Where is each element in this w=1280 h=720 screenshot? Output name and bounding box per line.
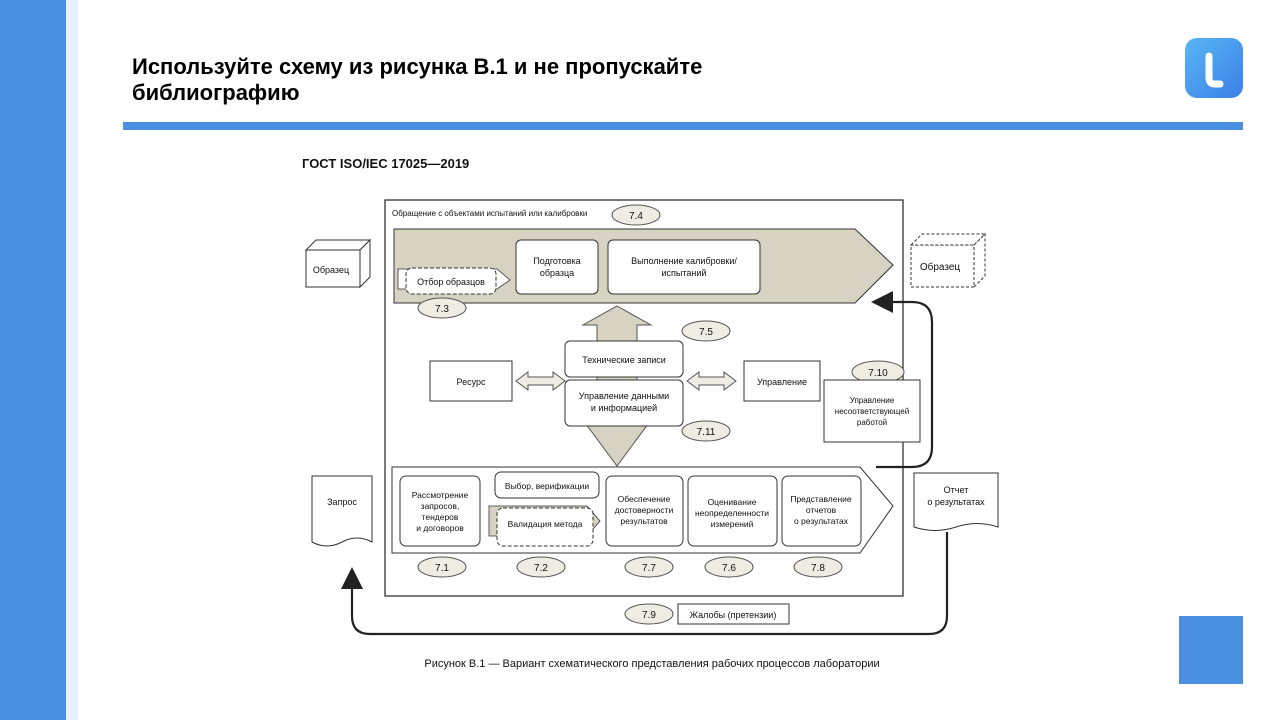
method-validation-label: Валидация метода: [508, 519, 583, 529]
clause-7-9-badge: [624, 603, 674, 625]
sample-prep-line-1: Подготовка: [533, 256, 580, 266]
data-management-line-1: Управление данными: [579, 391, 669, 401]
clause-7-7-badge: [624, 556, 674, 578]
data-management-box: [564, 379, 684, 427]
execution-line-1: Выполнение калибровки/: [631, 256, 737, 266]
selection-verification-label: Выбор, верификации: [505, 481, 589, 491]
tech-records-box: [564, 340, 684, 378]
nonconforming-work-box: [823, 379, 921, 443]
assurance-line-3: результатов: [620, 516, 668, 526]
method-validation-box: [496, 507, 594, 547]
request-label: Запрос: [327, 497, 357, 507]
clause-7-3: 7.3: [435, 304, 449, 315]
clause-7-6: 7.6: [722, 563, 736, 574]
clause-7-5-badge: [681, 320, 731, 342]
resource-double-arrow: [515, 371, 566, 391]
slide-title-line-2: библиографию: [132, 80, 300, 105]
complaints-box: [677, 603, 790, 625]
clause-7-7: 7.7: [642, 563, 656, 574]
slide-title-line-1: Используйте схему из рисунка В.1 и не пр…: [132, 54, 703, 79]
clause-7-5: 7.5: [699, 327, 713, 338]
clause-7-2: 7.2: [534, 563, 548, 574]
app-logo-icon: [1185, 38, 1243, 98]
sample-prep-box: [515, 239, 599, 295]
clause-7-11-badge: [681, 420, 731, 442]
nonconforming-line-3: работой: [857, 418, 887, 427]
review-requests-box: [399, 475, 481, 547]
clause-7-8-badge: [793, 556, 843, 578]
nonconforming-line-1: Управление: [850, 396, 895, 405]
clause-7-1: 7.1: [435, 563, 449, 574]
tech-records-label: Технические записи: [582, 355, 666, 365]
sampling-box: [405, 267, 497, 295]
review-line-4: и договоров: [416, 523, 464, 533]
report-document: [913, 472, 999, 531]
resource-label: Ресурс: [456, 377, 486, 387]
clause-7-11: 7.11: [697, 427, 716, 438]
feedback-arrow-right: [871, 291, 934, 469]
review-line-2: запросов,: [421, 501, 460, 511]
handling-label: Обращение с объектами испытаний или кали…: [392, 209, 587, 218]
standard-label: ГОСТ ISO/IEC 17025—2019: [302, 156, 469, 171]
uncertainty-box: [687, 475, 778, 547]
clause-7-4: 7.4: [629, 211, 643, 222]
review-line-3: тендеров: [422, 512, 459, 522]
sample-prep-line-2: образца: [540, 268, 574, 278]
execution-box: [607, 239, 761, 295]
slide-title: Используйте схему из рисунка В.1 и не пр…: [132, 54, 832, 106]
left-accent-stripe: [66, 0, 78, 720]
clause-7-3-badge: [417, 297, 467, 319]
selection-verification-box: [494, 471, 600, 499]
sample-in-cube: [304, 238, 372, 289]
clause-7-4-badge: [611, 204, 661, 226]
figure-caption: Рисунок В.1 — Вариант схематического пре…: [424, 658, 879, 670]
complaints-label: Жалобы (претензии): [690, 610, 777, 620]
feedback-arrow-bottom: [341, 532, 949, 636]
title-underline: [123, 122, 1243, 130]
sample-out-label: Образец: [920, 261, 961, 273]
nonconforming-line-2: несоответствующей: [835, 407, 909, 416]
clause-7-10: 7.10: [868, 368, 888, 379]
uncertainty-line-2: неопределенности: [695, 508, 769, 518]
reporting-line-3: о результатах: [794, 516, 849, 526]
data-management-line-2: и информацией: [591, 403, 657, 413]
corner-decoration: [1179, 616, 1243, 684]
assurance-line-1: Обеспечение: [618, 494, 671, 504]
assurance-line-2: достоверности: [615, 505, 674, 515]
left-accent-bar: [0, 0, 66, 720]
clause-7-2-badge: [516, 556, 566, 578]
request-document: [311, 475, 373, 547]
validity-assurance-box: [605, 475, 684, 547]
execution-line-2: испытаний: [662, 268, 707, 278]
clause-7-8: 7.8: [811, 563, 825, 574]
report-line-2: о результатах: [927, 497, 985, 507]
management-box: [743, 360, 821, 402]
uncertainty-line-3: измерений: [711, 519, 754, 529]
report-line-1: Отчет: [944, 485, 969, 495]
clause-7-6-badge: [704, 556, 754, 578]
management-double-arrow: [686, 371, 737, 391]
sample-out-cube: [909, 232, 987, 289]
clause-7-9: 7.9: [642, 610, 656, 621]
sample-in-label: Образец: [313, 265, 349, 275]
reporting-box: [781, 475, 862, 547]
reporting-line-2: отчетов: [806, 505, 837, 515]
sampling-label: Отбор образцов: [417, 277, 485, 287]
clause-7-1-badge: [417, 556, 467, 578]
management-label: Управление: [757, 377, 807, 387]
review-line-1: Рассмотрение: [412, 490, 469, 500]
uncertainty-line-1: Оценивание: [708, 497, 757, 507]
resource-box: [429, 360, 513, 402]
reporting-line-1: Представление: [790, 494, 852, 504]
